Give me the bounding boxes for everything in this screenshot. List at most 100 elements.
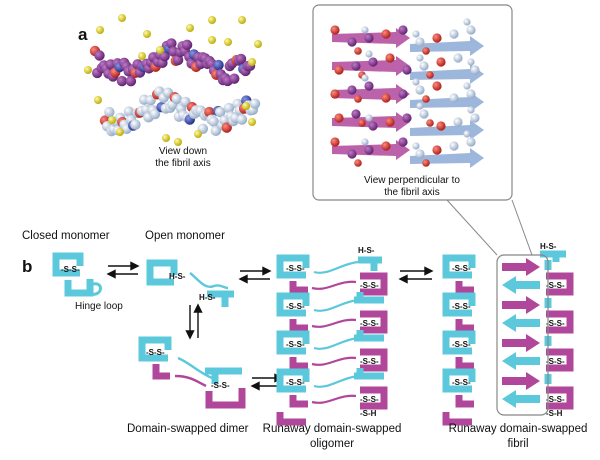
ss-bond-label: -S-S-	[452, 378, 471, 387]
water-molecule	[174, 138, 182, 146]
atom	[381, 93, 391, 103]
cyan-hinge	[313, 374, 359, 388]
cyan-domain	[276, 292, 310, 317]
atom	[426, 71, 434, 79]
atom	[412, 142, 420, 150]
cyan-stub	[358, 256, 382, 271]
open-monomer-domain-a	[146, 259, 178, 286]
magenta-stub	[289, 395, 308, 408]
atom	[432, 145, 442, 155]
fibril-unit: -S-S- -S-S-	[442, 368, 574, 410]
strand-arrow	[410, 64, 484, 84]
atom	[398, 137, 408, 147]
panel-a-letter: a	[78, 25, 88, 44]
atom	[104, 106, 115, 118]
magenta-domain	[360, 272, 388, 296]
fibril-unit: -S-S--S-S-	[442, 292, 574, 334]
open-monomer	[146, 259, 234, 307]
dimer-magenta-stub	[152, 364, 170, 380]
water-molecule	[94, 96, 102, 104]
open-hs-bottom: H-S-	[199, 293, 216, 302]
magenta-strand-arrow	[502, 296, 540, 314]
atom	[159, 51, 170, 62]
fibril-label-line-2: fibril	[507, 438, 528, 450]
atom	[125, 75, 137, 87]
ss-bond-label: -S-S-	[546, 395, 565, 404]
fibril-unit: -S-S--S-S-	[442, 254, 574, 296]
water-molecule	[248, 58, 256, 66]
atom	[249, 98, 261, 109]
atom	[347, 85, 357, 95]
atom	[351, 61, 361, 71]
atom	[412, 30, 420, 38]
open-monomer-label: Open monomer	[145, 230, 225, 242]
oligomer-fibril-equilibrium-arrows	[398, 266, 434, 284]
atom	[354, 159, 362, 167]
magenta-stub	[455, 357, 474, 370]
atom	[467, 58, 475, 66]
magenta-stub	[455, 281, 474, 294]
oligomer-label-line-2: oligomer	[310, 438, 354, 450]
fibril-end-stub	[442, 412, 472, 426]
purple-sheet	[89, 38, 256, 87]
water-molecule	[108, 116, 116, 124]
atom	[229, 73, 240, 84]
dimer-label: Domain-swapped dimer	[127, 423, 249, 435]
atom	[334, 113, 344, 123]
ss-bond-label: -S-S-	[360, 319, 379, 328]
closed-monomer-domain-a	[52, 252, 84, 277]
water-molecule	[194, 130, 202, 138]
atom	[412, 78, 420, 86]
fibril-unit: -S-S--S-S-	[442, 330, 574, 372]
ss-bond-label: -S-S-	[286, 340, 305, 349]
atom	[422, 95, 430, 103]
water-molecule	[162, 134, 170, 142]
end-view-caption-1: View down	[159, 146, 207, 157]
open-dimer-equilibrium-arrows	[185, 303, 203, 340]
atom	[330, 137, 340, 147]
open-hs-top: H-S-	[169, 272, 186, 281]
cyan-hinge	[313, 260, 359, 274]
closed-monomer-domain-b	[64, 279, 94, 297]
atom	[436, 121, 446, 131]
magenta-domain	[546, 310, 574, 334]
hinge-loop-curve	[89, 282, 102, 296]
magenta-stub	[289, 319, 308, 332]
atom	[426, 119, 434, 127]
water-molecule	[208, 16, 216, 24]
cyan-hinge	[313, 336, 359, 350]
open-monomer-domain-b	[207, 290, 234, 307]
atom	[398, 89, 408, 99]
atom	[365, 114, 373, 122]
atom	[432, 81, 442, 91]
ss-bond-label: -S-S-	[360, 357, 379, 366]
fibril-hs-label: H-S-	[540, 242, 557, 251]
atom	[466, 89, 476, 99]
cyan-domain	[442, 368, 476, 393]
end-view-caption-2: the fibril axis	[155, 158, 211, 169]
oligomer-sh-label: -S-H	[360, 409, 377, 418]
atom	[358, 119, 366, 127]
strand-arrow	[332, 84, 410, 104]
atom	[208, 116, 219, 127]
strand-arrow	[410, 92, 484, 112]
atom	[385, 117, 395, 127]
atom	[330, 25, 340, 35]
water-molecule	[186, 24, 194, 32]
atom	[416, 102, 424, 110]
ss-bond-label: -S-S-	[546, 319, 565, 328]
oligomer-unit: -S-S--S-S-	[276, 368, 388, 410]
atom	[116, 75, 128, 87]
ss-bond-label: -S-S-	[452, 264, 471, 273]
water-molecule	[224, 38, 232, 46]
magenta-hinge	[311, 280, 357, 290]
zoom-line-left	[446, 199, 498, 256]
atom	[213, 59, 224, 71]
magenta-stub	[289, 281, 308, 294]
atom	[449, 29, 459, 39]
fibril-sh-label: -S-H	[546, 409, 563, 418]
molecule-end-view	[84, 14, 262, 146]
atom	[172, 54, 184, 66]
dimer-ss-top: -S-S-	[146, 348, 165, 357]
atom	[432, 33, 442, 43]
